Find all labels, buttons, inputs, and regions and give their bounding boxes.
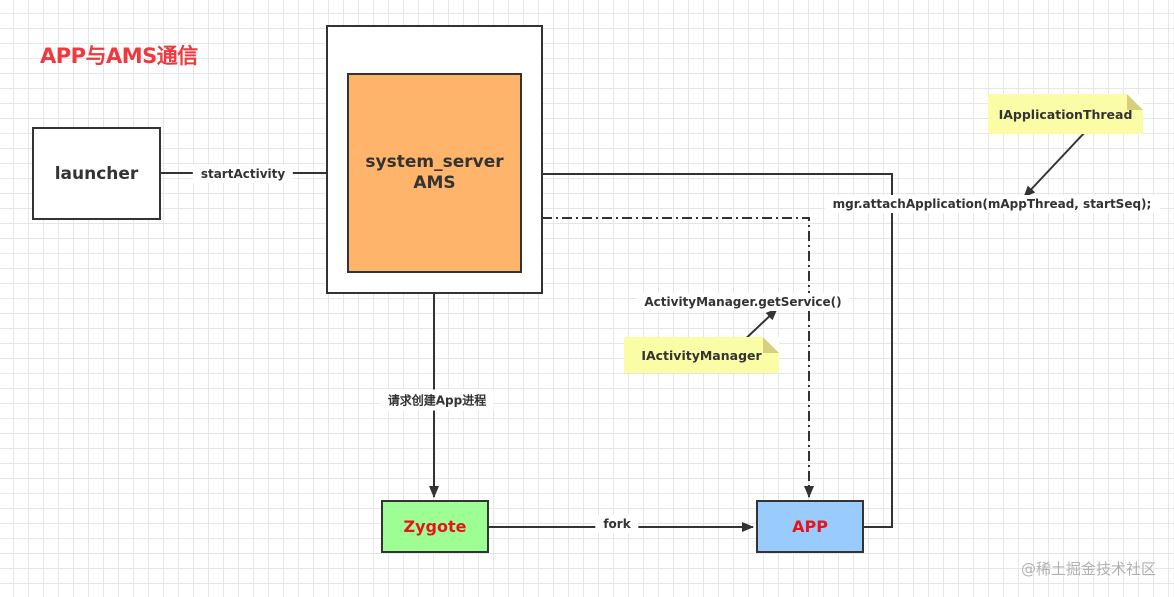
app-node: APP	[756, 500, 864, 553]
ams-node: system_server AMS	[347, 73, 522, 273]
ams-label-line2: AMS	[413, 173, 456, 193]
watermark: @稀土掘金技术社区	[1020, 560, 1156, 578]
launcher-node: launcher	[32, 127, 161, 220]
attach-application-label: mgr.attachApplication(mAppThread, startS…	[824, 195, 1160, 213]
app-label: APP	[792, 517, 828, 536]
get-service-label: ActivityManager.getService()	[636, 293, 850, 311]
zygote-node: Zygote	[381, 500, 489, 553]
note-pointer-application-thread	[1023, 130, 1087, 198]
ams-label-line1: system_server	[365, 152, 504, 172]
fork-label: fork	[595, 515, 639, 533]
note-activity-manager-text: IActivityManager	[641, 347, 762, 363]
start-activity-label: startActivity	[192, 165, 294, 183]
request-process-label: 请求创建App进程	[379, 389, 495, 411]
note-activity-manager: IActivityManager	[624, 337, 779, 373]
note-fold-icon	[1127, 94, 1143, 110]
edge-attach-application	[524, 169, 893, 528]
edge-get-service	[522, 217, 814, 498]
note-application-thread-text: IApplicationThread	[998, 106, 1133, 122]
diagram-title: APP与AMS通信	[40, 44, 198, 68]
launcher-label: launcher	[54, 163, 139, 184]
zygote-label: Zygote	[403, 517, 467, 536]
note-application-thread: IApplicationThread	[988, 94, 1143, 134]
note-fold-icon	[763, 337, 779, 353]
